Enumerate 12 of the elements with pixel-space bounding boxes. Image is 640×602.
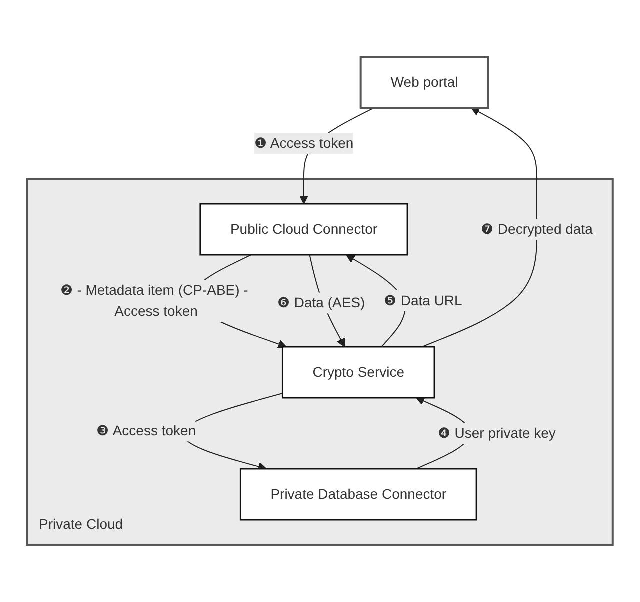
arrow [422, 108, 538, 348]
node-box: Private Database Connector [240, 468, 478, 521]
edge-label: ❼ Decrypted data [481, 220, 593, 237]
edge-label: ❷ - Metadata item (CP-ABE) - Access token [60, 282, 248, 319]
node-box: Crypto Service [282, 346, 436, 399]
edge-label: ❶ Access token [254, 134, 354, 151]
edge-label: ❻ Data (AES) [278, 294, 366, 311]
edge-label: ❹ User private key [438, 424, 556, 441]
node-box: Public Cloud Connector [200, 203, 408, 256]
node-box: Web portal [360, 56, 490, 109]
edge-label: ❸ Access token [96, 422, 196, 439]
edge-label: ❺ Data URL [384, 292, 462, 308]
